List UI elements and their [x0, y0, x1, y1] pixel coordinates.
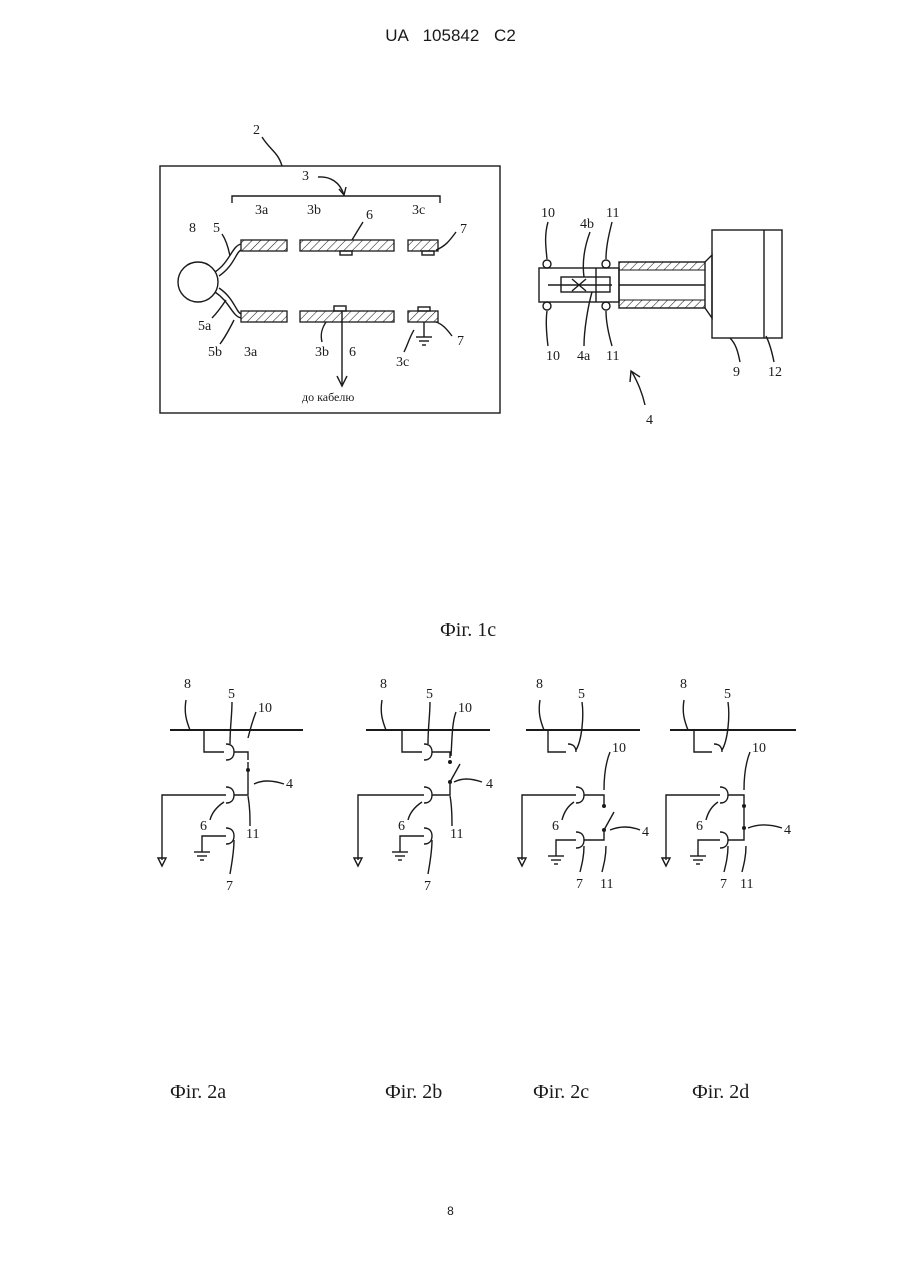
fig1c-tool-4-diagram: 10 4b 11 10 4a 11 9 12 4 — [539, 206, 782, 428]
svg-text:4: 4 — [642, 825, 649, 840]
svg-text:10: 10 — [458, 701, 472, 716]
brace-3 — [232, 196, 440, 203]
svg-text:4: 4 — [286, 777, 293, 792]
label-to-cable: до кабелю — [302, 390, 354, 404]
svg-text:11: 11 — [246, 827, 259, 842]
svg-text:7: 7 — [424, 879, 431, 894]
svg-text:6: 6 — [200, 819, 207, 834]
plate-3b-bottom — [300, 311, 394, 322]
label-5a: 5a — [198, 319, 212, 334]
svg-text:5: 5 — [426, 687, 433, 702]
fig2a-circuit: 8 5 10 4 6 11 7 — [158, 677, 303, 894]
label-11-top: 11 — [606, 206, 619, 221]
label-9: 9 — [733, 365, 740, 380]
label-7-top: 7 — [460, 222, 467, 237]
page-number: 8 — [0, 1204, 901, 1218]
plate-3b-top — [300, 240, 394, 251]
body-9 — [712, 230, 782, 338]
svg-text:8: 8 — [536, 677, 543, 692]
svg-text:6: 6 — [696, 819, 703, 834]
label-3c-top: 3c — [412, 203, 425, 218]
fig2b-circuit: 8 5 10 4 6 11 7 — [354, 677, 493, 894]
label-3c-bottom: 3c — [396, 355, 409, 370]
svg-text:10: 10 — [258, 701, 272, 716]
label-3: 3 — [302, 169, 309, 184]
label-3b-top: 3b — [307, 203, 321, 218]
svg-text:7: 7 — [720, 877, 727, 892]
plate-3a-top — [241, 240, 287, 251]
svg-text:8: 8 — [184, 677, 191, 692]
housing-frame — [160, 166, 500, 413]
svg-text:5: 5 — [578, 687, 585, 702]
svg-text:10: 10 — [752, 741, 766, 756]
plate-3c-bottom — [408, 311, 438, 322]
label-6-top: 6 — [366, 208, 373, 223]
svg-text:5: 5 — [228, 687, 235, 702]
label-4: 4 — [646, 413, 653, 428]
svg-text:4: 4 — [784, 823, 791, 838]
ball-8 — [178, 262, 218, 302]
label-10-bottom: 10 — [546, 349, 560, 364]
caption-fig2a: Фіг. 2a — [170, 1081, 226, 1103]
svg-text:6: 6 — [552, 819, 559, 834]
label-3a-bottom: 3a — [244, 345, 258, 360]
label-11-bottom: 11 — [606, 349, 619, 364]
svg-text:5: 5 — [724, 687, 731, 702]
label-5: 5 — [213, 221, 220, 236]
svg-text:6: 6 — [398, 819, 405, 834]
caption-fig1c: Фіг. 1с — [440, 619, 496, 641]
label-6-bottom: 6 — [349, 345, 356, 360]
svg-text:7: 7 — [226, 879, 233, 894]
svg-text:11: 11 — [740, 877, 753, 892]
caption-fig2d: Фіг. 2d — [692, 1081, 749, 1103]
svg-text:7: 7 — [576, 877, 583, 892]
svg-text:11: 11 — [450, 827, 463, 842]
fig2d-circuit: 8 5 10 4 6 7 11 — [662, 677, 796, 892]
svg-text:11: 11 — [600, 877, 613, 892]
label-4b: 4b — [580, 217, 594, 232]
label-3a-top: 3a — [255, 203, 269, 218]
fig2c-circuit: 8 5 10 4 6 7 11 — [518, 677, 649, 892]
label-7-bottom: 7 — [457, 334, 464, 349]
label-8: 8 — [189, 221, 196, 236]
label-3b-bottom: 3b — [315, 345, 329, 360]
label-12: 12 — [768, 365, 782, 380]
plate-3a-bottom — [241, 311, 287, 322]
label-2: 2 — [253, 123, 260, 138]
plate-3c-top — [408, 240, 438, 251]
label-10-top: 10 — [541, 206, 555, 221]
label-4a: 4a — [577, 349, 591, 364]
caption-fig2c: Фіг. 2c — [533, 1081, 589, 1103]
svg-text:4: 4 — [486, 777, 493, 792]
label-5b: 5b — [208, 345, 222, 360]
svg-text:8: 8 — [380, 677, 387, 692]
svg-text:8: 8 — [680, 677, 687, 692]
svg-text:10: 10 — [612, 741, 626, 756]
caption-fig2b: Фіг. 2b — [385, 1081, 442, 1103]
fig1c-housing-diagram: 2 3 3a 3b 6 3c 7 — [160, 123, 500, 413]
